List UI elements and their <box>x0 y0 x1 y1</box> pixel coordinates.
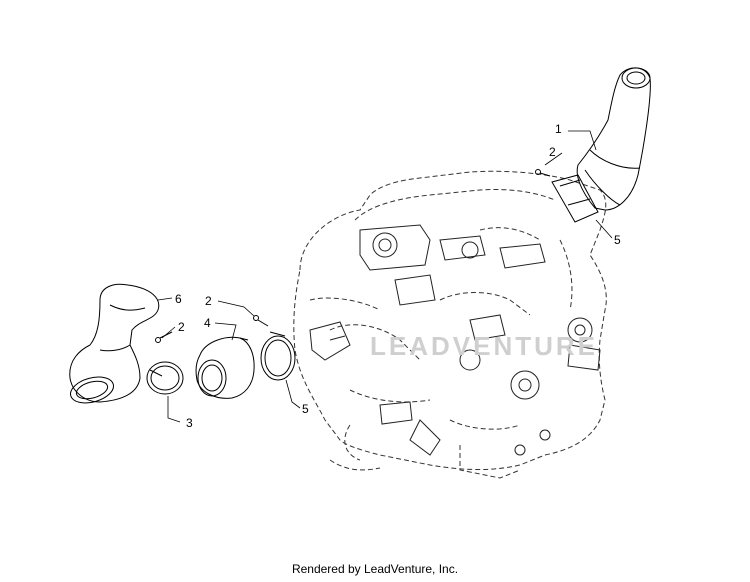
part-5-lower-clamp <box>260 331 296 381</box>
callout-2-lower-mid: 2 <box>205 294 212 308</box>
part-2-mid-screw <box>253 315 269 327</box>
callout-6: 6 <box>175 292 182 306</box>
part-2-lower-screw <box>155 331 173 343</box>
callout-5-upper: 5 <box>614 233 621 247</box>
part-1-upper-air-duct <box>576 67 651 211</box>
leader-lines <box>157 130 613 423</box>
callout-5-lower: 5 <box>302 402 309 416</box>
part-5-upper-clamp <box>551 174 599 223</box>
part-3-band-clamp <box>146 361 184 395</box>
part-6-lower-air-boot <box>69 283 160 404</box>
part-2-upper-screw <box>535 169 551 177</box>
watermark-text: LEADVENTURE <box>370 331 598 361</box>
callout-3: 3 <box>186 416 193 430</box>
engine-block <box>293 170 607 479</box>
callout-2-lower-left: 2 <box>178 320 185 334</box>
part-4-rubber-coupler <box>195 336 255 399</box>
callout-2-upper: 2 <box>549 145 556 159</box>
callout-4: 4 <box>204 316 211 330</box>
callout-1: 1 <box>555 122 562 136</box>
footer-credit: Rendered by LeadVenture, Inc. <box>291 562 459 576</box>
engine-details <box>309 224 601 456</box>
